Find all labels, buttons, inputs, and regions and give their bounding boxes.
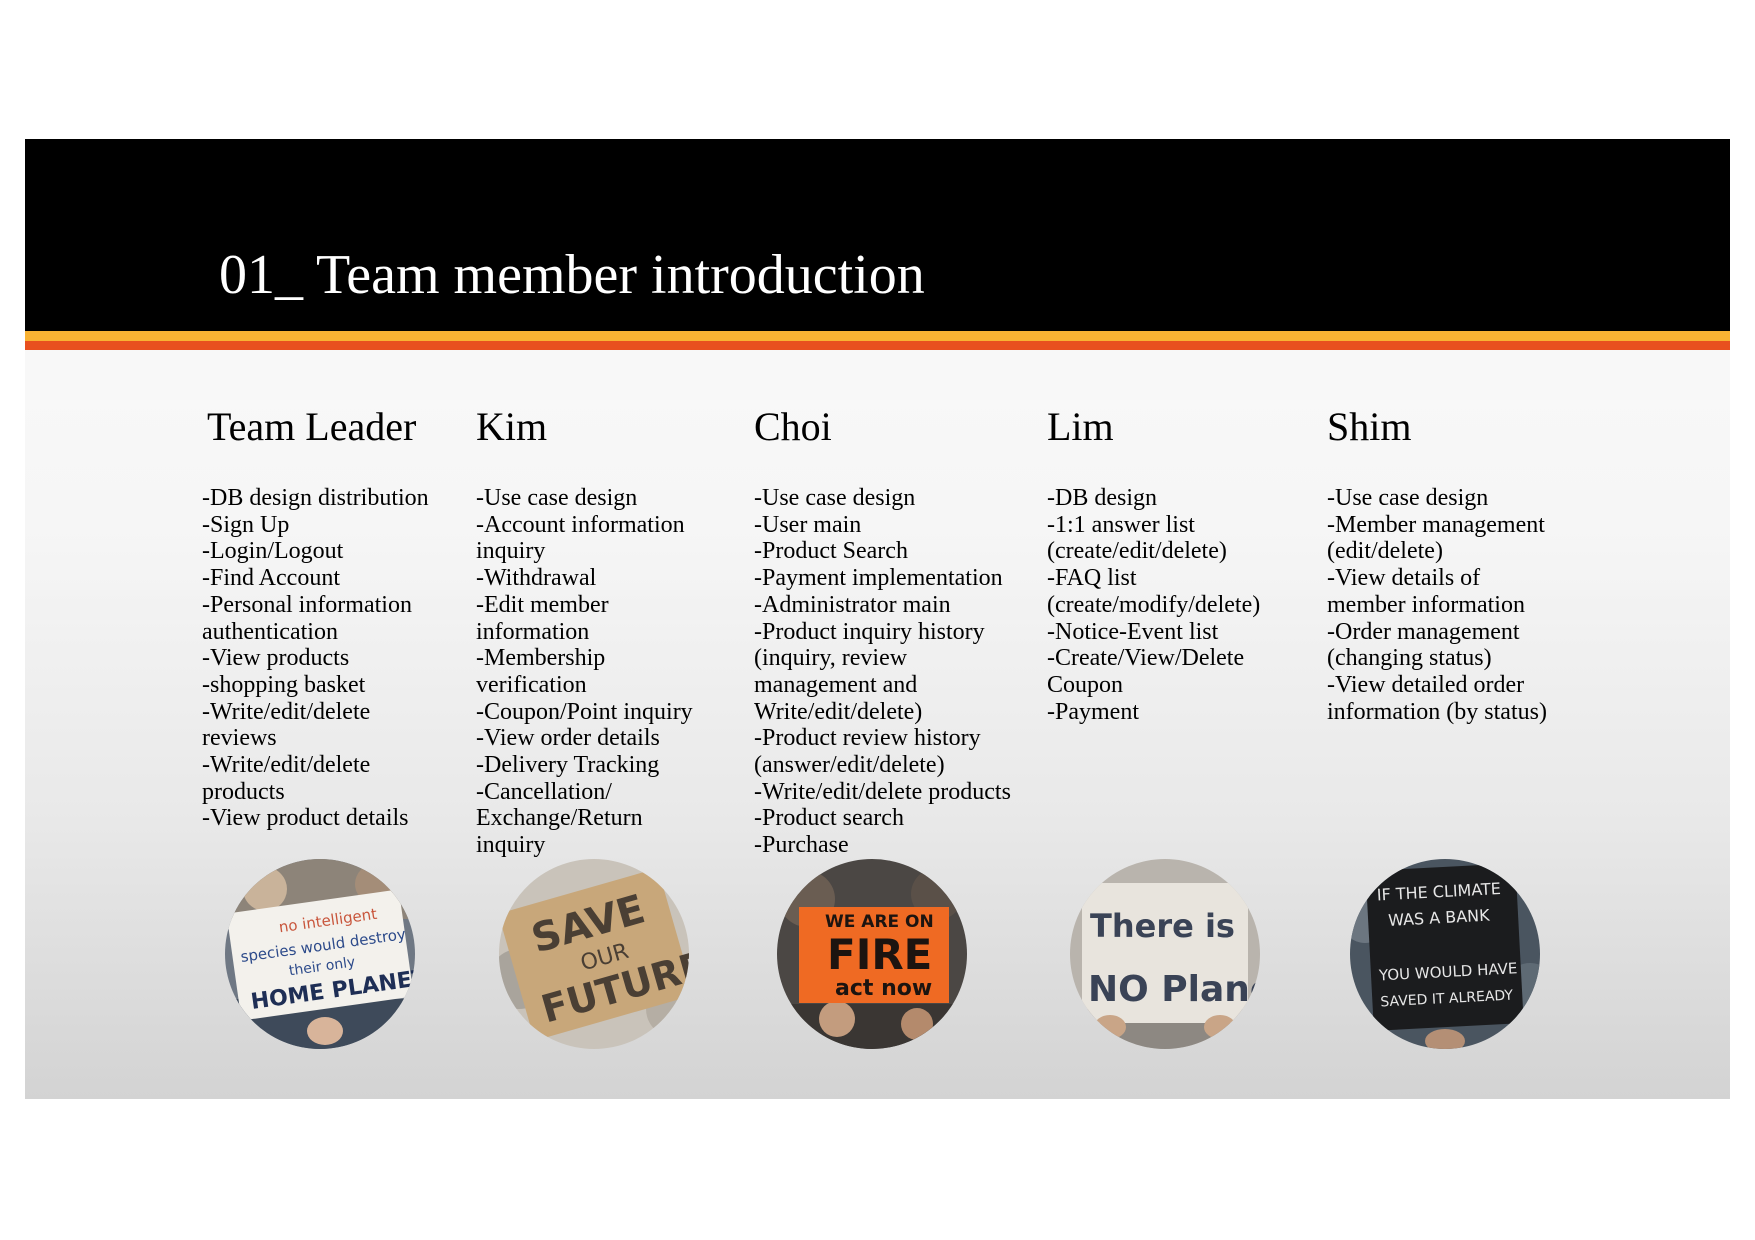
duty-item: authentication [202, 618, 338, 645]
member-name: Kim [476, 404, 548, 449]
member-name: Lim [1047, 404, 1114, 449]
duty-list: -Use case design -Account information in… [476, 485, 693, 859]
duty-item: -Delivery Tracking [476, 752, 660, 779]
slide: 01_ Team member introduction Team Leader… [25, 139, 1730, 1099]
sign-line: WE ARE ON [825, 912, 934, 932]
duty-item: -Write/edit/delete [202, 698, 371, 725]
accent-stripe-yellow [25, 331, 1730, 341]
duty-item: -View products [202, 645, 350, 672]
duty-item: management and [754, 671, 918, 698]
member-photo-kim: SAVE OUR FUTURE [499, 859, 689, 1049]
duty-item: information [476, 618, 590, 645]
duty-item: member information [1327, 591, 1525, 618]
duty-item: -1:1 answer list [1047, 511, 1195, 538]
duty-item: (create/modify/delete) [1047, 591, 1261, 618]
duty-item: -Find Account [202, 565, 340, 592]
duty-list: -Use case design -Member management (edi… [1327, 485, 1547, 725]
duty-item: -DB design [1047, 485, 1157, 511]
duty-item: verification [476, 671, 587, 698]
duty-item: -Notice-Event list [1047, 618, 1219, 645]
duty-item: -Sign Up [202, 511, 290, 538]
accent-stripe-orange [25, 341, 1730, 350]
duty-item: (edit/delete) [1327, 538, 1443, 565]
sign-line: There is [1090, 907, 1235, 945]
duty-item: -Write/edit/delete [202, 752, 371, 779]
duty-item: -Product Search [754, 538, 908, 565]
member-photo-lim: There is NO PlanetB [1070, 859, 1260, 1049]
duty-item: -Edit member [476, 591, 609, 618]
duty-item: -Product inquiry history [754, 618, 985, 645]
duty-item: -View product details [202, 805, 409, 832]
duty-item: -Administrator main [754, 591, 951, 618]
protest-sign-photo: There is NO PlanetB [1070, 859, 1260, 1049]
protest-sign-photo: IF THE CLIMATE WAS A BANK YOU WOULD HAVE… [1350, 859, 1540, 1049]
duty-item: -Order management [1327, 618, 1520, 645]
duty-item: -Write/edit/delete products [754, 778, 1011, 805]
duty-item: (changing status) [1327, 645, 1492, 672]
duty-item: -Coupon/Point inquiry [476, 698, 693, 725]
duty-list: -DB design -1:1 answer list (create/edit… [1047, 485, 1260, 725]
duty-item: (inquiry, review [754, 645, 908, 672]
protest-sign-photo: WE ARE ON FIRE act now [777, 859, 967, 1049]
duty-item: -DB design distribution [202, 485, 429, 511]
duty-item: -shopping basket [202, 671, 366, 698]
member-photo-shim: IF THE CLIMATE WAS A BANK YOU WOULD HAVE… [1350, 859, 1540, 1049]
duty-item: -Account information [476, 511, 685, 538]
duty-item: -Use case design [1327, 485, 1489, 511]
duty-item: -Create/View/Delete [1047, 645, 1245, 672]
duty-list: -Use case design -User main -Product Sea… [754, 485, 1011, 859]
duty-item: reviews [202, 725, 277, 752]
duty-item: -Payment [1047, 698, 1139, 725]
member-photo-choi: WE ARE ON FIRE act now [777, 859, 967, 1049]
protest-sign-photo: no intelligent species would destroy the… [225, 859, 415, 1049]
duty-item: -User main [754, 511, 862, 538]
duty-item: (answer/edit/delete) [754, 752, 945, 779]
duty-item: -Personal information [202, 591, 412, 618]
member-name: Team Leader [207, 404, 417, 449]
slide-title: 01_ Team member introduction [219, 244, 925, 306]
member-name: Choi [754, 404, 832, 449]
duty-item: -Member management [1327, 511, 1545, 538]
duty-item: -FAQ list [1047, 565, 1137, 592]
sign-line: FIRE [827, 930, 932, 979]
duty-item: inquiry [476, 832, 546, 859]
duty-item: Coupon [1047, 671, 1124, 698]
duty-item: -Use case design [754, 485, 916, 511]
duty-item: -View detailed order [1327, 671, 1525, 698]
sign-line: NO PlanetB [1088, 969, 1260, 1010]
duty-item: -Membership [476, 645, 606, 672]
title-bar: 01_ Team member introduction [25, 139, 1730, 331]
duty-item: -Purchase [754, 832, 849, 859]
duty-item: information (by status) [1327, 698, 1547, 725]
sign-line: SAVED IT ALREADY [1380, 987, 1514, 1010]
duty-list: -DB design distribution -Sign Up -Login/… [202, 485, 429, 832]
duty-item: Write/edit/delete) [754, 698, 923, 725]
duty-item: -Login/Logout [202, 538, 344, 565]
duty-item: -Withdrawal [476, 565, 597, 592]
duty-item: -View details of [1327, 565, 1481, 592]
duty-item: -View order details [476, 725, 660, 752]
duty-item: inquiry [476, 538, 546, 565]
protest-sign-photo: SAVE OUR FUTURE [499, 859, 689, 1049]
duty-item: -Cancellation/ [476, 778, 612, 805]
member-photo-team-leader: no intelligent species would destroy the… [225, 859, 415, 1049]
duty-item: Exchange/Return [476, 805, 643, 832]
duty-item: products [202, 778, 285, 805]
duty-item: -Use case design [476, 485, 638, 511]
duty-item: (create/edit/delete) [1047, 538, 1227, 565]
duty-item: -Product search [754, 805, 904, 832]
duty-item: -Product review history [754, 725, 981, 752]
member-name: Shim [1327, 404, 1412, 449]
sign-line: act now [835, 976, 932, 1001]
duty-item: -Payment implementation [754, 565, 1003, 592]
